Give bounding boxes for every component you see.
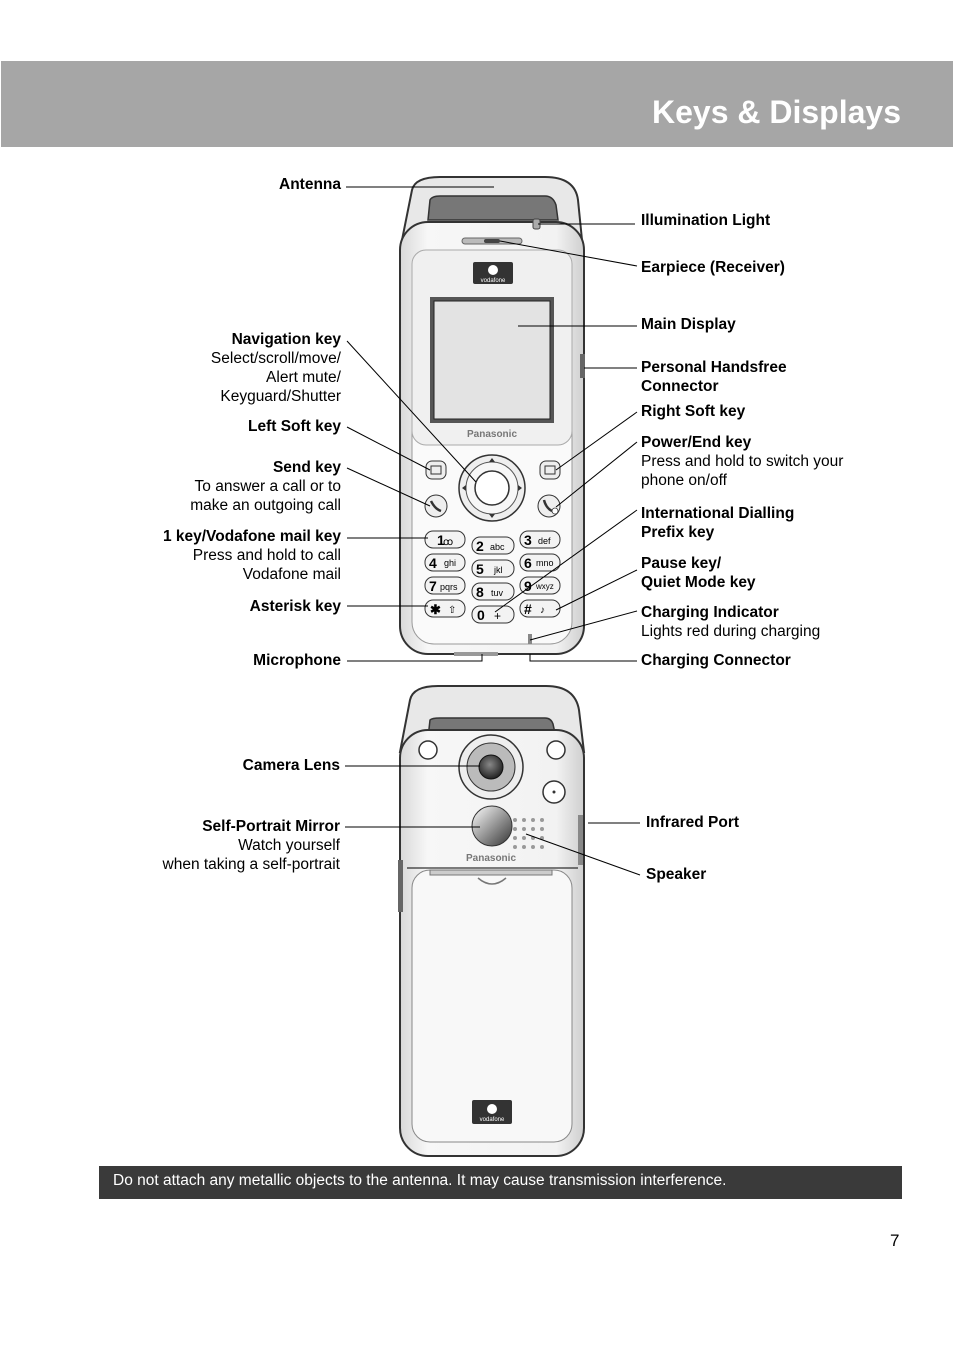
svg-text:7: 7 (429, 578, 437, 594)
svg-text:⇧: ⇧ (448, 605, 456, 616)
right-soft-key-graphic (539, 460, 561, 480)
key-asterisk: ✱⇧ (424, 599, 466, 618)
svg-text:tuv: tuv (491, 588, 504, 598)
line-pause (555, 569, 638, 611)
svg-text:0: 0 (477, 607, 485, 623)
svg-text:♪: ♪ (540, 605, 545, 616)
vodafone-logo-text: vodafone (481, 278, 506, 284)
key-2: 2 abc (471, 536, 515, 555)
key-hash: #♪ (519, 599, 561, 618)
back-phone: Panasonic vodafone (398, 685, 586, 1157)
label-speaker: Speaker (646, 866, 707, 883)
label-illumination-light: Illumination Light (641, 212, 771, 229)
svg-text:2: 2 (476, 538, 484, 554)
key-3: 3 def (519, 530, 561, 549)
label-power-end-key: Power/End key Press and hold to switch y… (641, 434, 844, 489)
svg-text:+: + (494, 609, 501, 623)
label-intl-prefix-key: International Dialling Prefix key (641, 505, 795, 541)
svg-text:wxyz: wxyz (535, 582, 554, 591)
line-send (346, 467, 431, 507)
line-microphone (347, 654, 483, 662)
svg-text:✱: ✱ (430, 602, 441, 617)
mirror-graphic (471, 805, 513, 847)
label-right-soft-key: Right Soft key (641, 403, 746, 420)
key-0: 0+ (471, 605, 515, 624)
line-charging-connector (529, 654, 637, 662)
header-band (1, 61, 953, 147)
svg-text:5: 5 (476, 561, 484, 577)
camera-lens-graphic (458, 734, 524, 800)
label-left-soft-key: Left Soft key (247, 418, 341, 435)
line-intl (494, 509, 638, 613)
label-handsfree-connector: Personal Handsfree Connector (641, 359, 787, 395)
line-speaker (525, 833, 641, 876)
label-navigation-key: Navigation key Select/scroll/move/ Alert… (210, 331, 341, 405)
key-8: 8 tuv (471, 582, 515, 601)
warning-bar: Do not attach any metallic objects to th… (99, 1166, 902, 1199)
panasonic-logo-front: Panasonic (467, 429, 517, 440)
send-key-graphic (424, 494, 448, 518)
key-5: 5 jkl (471, 559, 515, 578)
svg-text:def: def (538, 536, 551, 546)
label-antenna: Antenna (279, 176, 341, 193)
label-self-portrait-mirror: Self-Portrait Mirror Watch yourself when… (162, 818, 340, 873)
label-pause-key: Pause key/ Quiet Mode key (641, 555, 756, 591)
svg-text:jkl: jkl (493, 565, 503, 575)
panasonic-logo-back: Panasonic (466, 853, 516, 864)
line-navigation (346, 340, 477, 483)
warning-text: Do not attach any metallic objects to th… (113, 1172, 727, 1189)
svg-text:#: # (524, 601, 532, 617)
label-microphone: Microphone (253, 652, 341, 669)
navigation-key-graphic (458, 454, 526, 522)
svg-text:pqrs: pqrs (440, 582, 458, 592)
svg-text:6: 6 (524, 555, 532, 571)
svg-text:abc: abc (490, 542, 505, 552)
label-charging-connector: Charging Connector (641, 652, 791, 669)
key-6: 6 mno (519, 553, 561, 572)
svg-text:3: 3 (524, 532, 532, 548)
left-soft-key-graphic (425, 460, 447, 480)
svg-text:ghi: ghi (444, 558, 456, 568)
page-number: 7 (890, 1231, 900, 1250)
svg-text:8: 8 (476, 584, 484, 600)
leader-lines (345, 186, 641, 876)
label-camera-lens: Camera Lens (242, 757, 340, 774)
svg-text:ꝏ: ꝏ (443, 537, 453, 548)
line-right-soft (555, 411, 638, 471)
vodafone-logo-back-text: vodafone (480, 1117, 505, 1123)
label-key1-mail: 1 key/Vodafone mail key Press and hold t… (162, 528, 341, 583)
line-left-soft (346, 426, 431, 471)
vodafone-logo-back: vodafone (472, 1100, 512, 1124)
svg-text:mno: mno (536, 558, 554, 568)
page-title: Keys & Displays (651, 94, 901, 130)
label-asterisk-key: Asterisk key (249, 598, 341, 615)
power-key-graphic (537, 494, 561, 518)
label-infrared-port: Infrared Port (646, 814, 740, 831)
vodafone-logo-front: vodafone (473, 262, 513, 284)
label-main-display: Main Display (641, 316, 736, 333)
key-1: 1ꝏ (424, 530, 466, 549)
label-charging-indicator: Charging Indicator Lights red during cha… (641, 604, 821, 640)
label-earpiece: Earpiece (Receiver) (641, 259, 785, 276)
line-power (555, 441, 638, 508)
svg-text:9: 9 (524, 578, 532, 594)
line-earpiece (499, 240, 638, 267)
label-send-key: Send key To answer a call or to make an … (190, 459, 341, 514)
svg-text:1: 1 (437, 532, 445, 548)
svg-text:4: 4 (429, 555, 437, 571)
line-charging-indicator (529, 610, 638, 641)
key-4: 4 ghi (424, 553, 466, 572)
